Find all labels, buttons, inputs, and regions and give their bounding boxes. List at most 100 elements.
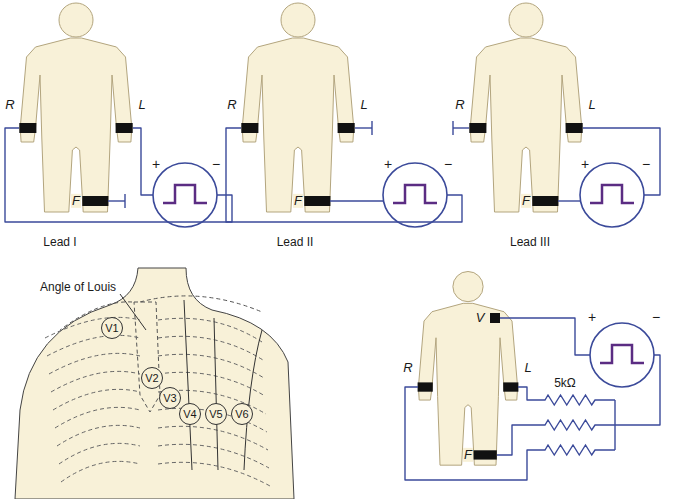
electrode-name: V3 [163,393,176,404]
polarity-sign: − [444,157,452,172]
polarity-sign: + [581,157,589,172]
body-outline [20,38,132,212]
electrode-label: F [71,194,81,208]
midaxillary-line [244,330,262,470]
rib [47,335,140,356]
galvanometer [590,323,654,387]
electrode-label: L [360,98,367,112]
body-figure [469,3,582,212]
lead-wire [108,200,125,201]
electrode-circle: V2 [141,367,163,389]
electrode [566,123,583,133]
electrode [503,382,518,391]
electrode [304,196,330,206]
chest-outline [15,268,294,499]
lead-wire [583,128,660,195]
resistor-symbol [535,445,615,455]
lead-wire [615,355,660,425]
electrode [19,123,36,133]
leader-line [120,294,146,330]
electrode-name: V1 [105,323,118,334]
head [59,3,93,37]
lead-wire [355,127,372,128]
galvanometer [153,163,217,227]
electrode-label: L [524,361,531,375]
lead-wire [124,194,125,208]
exploring-electrode [490,313,500,323]
meter-dial [590,323,654,387]
lead-title: Lead I [43,236,76,249]
lead-wire [452,121,453,135]
head [281,3,315,37]
square-pulse [600,345,644,363]
chest-illustration [15,268,294,499]
anterior-axillary-line [214,318,218,470]
head [453,271,483,301]
resistance-value: 5kΩ [554,377,576,390]
lead-wire [405,387,535,480]
square-pulse [163,185,207,203]
square-pulse [590,185,634,203]
electrode [532,196,558,206]
rib [45,317,140,338]
meter-dial [153,163,217,227]
anatomy-label: Angle of Louis [40,281,116,294]
electrode [469,123,486,133]
electrode-label: F [463,448,473,462]
square-pulse [393,185,437,203]
electrode-label: R [455,98,464,112]
rib [53,389,140,410]
electrode-label: F [293,194,303,208]
lead-title: Lead III [510,236,550,249]
electrode-label: F [521,194,531,208]
rib [51,371,140,392]
electrode-label: L [588,98,595,112]
body-outline [470,38,582,212]
electrode-circle: V5 [205,403,227,425]
electrode-circle: V1 [101,317,123,339]
lead-wire [453,127,469,128]
lead-wire [500,318,590,355]
polarity-sign: − [212,157,220,172]
electrode [116,123,133,133]
lead-wire [226,128,462,222]
polarity-sign: − [652,310,660,325]
electrode-name: V2 [145,373,158,384]
electrode-label: V [475,311,486,325]
rib [158,444,269,468]
polarity-sign: + [152,157,160,172]
electrode-label: L [138,98,145,112]
rib [158,462,270,486]
lead-wire [330,200,384,201]
body-outline [418,303,517,465]
electrode-circle: V6 [231,403,253,425]
rib [158,426,268,450]
clavicle [140,296,262,312]
electrode-label: R [227,98,236,112]
lead-wire [5,128,232,222]
electrode-name: V4 [183,409,196,420]
galvanometer [580,163,644,227]
body-figure [241,3,354,212]
rib [61,461,140,482]
electrode [82,196,108,206]
rib [158,354,264,378]
electrode-name: V6 [235,409,248,420]
lead-wire [133,128,153,195]
head [509,3,543,37]
electrode [241,123,258,133]
midclavicular-line [184,300,192,470]
lead-wire [558,200,581,201]
lead-wire [518,387,535,400]
polarity-sign: − [642,157,650,172]
electrode-circle: V3 [159,387,181,409]
electrode-name: V5 [209,409,222,420]
rib [57,425,140,446]
galvanometer [383,163,447,227]
resistor-symbol [535,420,615,430]
body-figure [418,271,519,465]
electrode [338,123,355,133]
meter-dial [383,163,447,227]
